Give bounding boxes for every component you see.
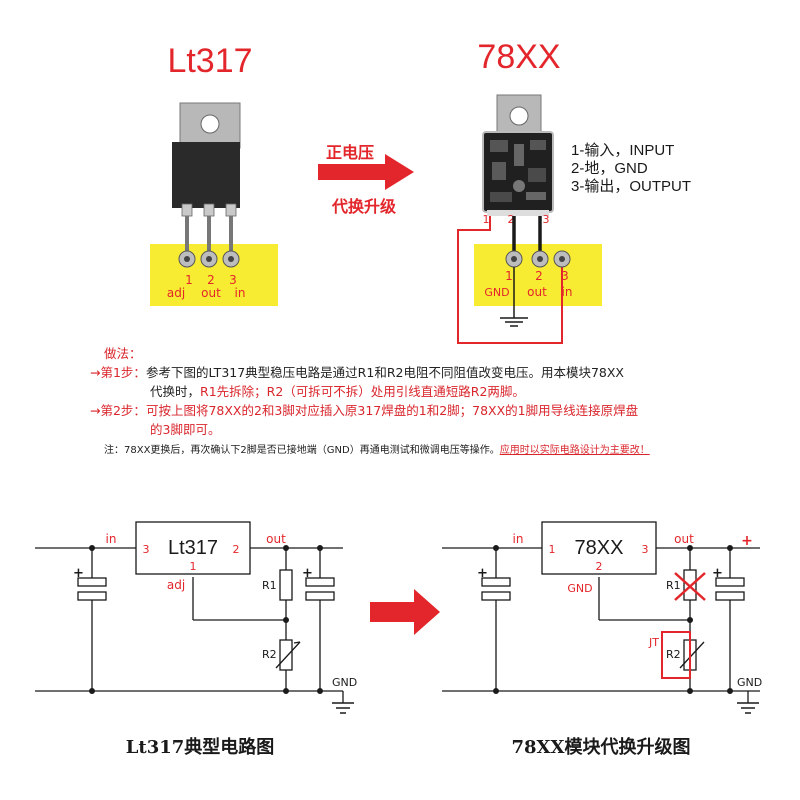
78xx-ground-symbol-icon [737, 702, 759, 714]
78xx-in-label: in [513, 532, 524, 546]
jumper-wire [457, 216, 563, 344]
lt317-cap-in-plus: + [73, 566, 84, 581]
note-text-b: 应用时以实际电路设计为主要改！ [499, 445, 650, 456]
lt317-circuit-wires [35, 547, 344, 703]
78xx-r1-label: R1 [666, 579, 681, 592]
lt317-chip-label: Lt317 [168, 537, 218, 559]
78xx-caption: 78XX模块代换升级图 [512, 736, 691, 758]
78xx-chip-label: 78XX [575, 537, 624, 559]
step1-text-a: 参考下图的LT317典型稳压电路是通过R1和R2电阻不同阻值改变电压。用本模块7… [145, 365, 624, 380]
78xx-pin-2: 2 [535, 269, 543, 283]
step1-text-b1: 代换时， [150, 384, 201, 399]
78xx-pin-name-out: out [527, 285, 547, 299]
lt317-r2-label: R2 [262, 648, 277, 661]
lt317-ground-icon [332, 702, 354, 714]
78xx-out-plus: + [741, 533, 753, 549]
step2-arrow-icon: → [90, 403, 101, 418]
lt317-r2-variable-resistor-icon [275, 639, 301, 671]
method-block: 做法： →第1步：参考下图的LT317典型稳压电路是通过R1和R2电阻不同阻值改… [90, 344, 730, 460]
lt317-output-capacitor-icon [305, 577, 335, 601]
lt317-out-label: out [266, 532, 286, 546]
legend-gnd: 2-地，GND [571, 160, 648, 177]
78xx-gnd-label: GND [737, 676, 762, 689]
step1-label: 第1步： [100, 365, 146, 380]
jt-jumper-wire [661, 631, 691, 679]
arrow-label-upgrade: 代换升级 [331, 197, 397, 216]
78xx-pin-gnd-num: 2 [596, 560, 603, 573]
lt317-gnd-label: GND [332, 676, 357, 689]
78xx-r2-variable-resistor-icon [679, 639, 705, 671]
lt317-pin-out-num: 2 [233, 543, 240, 556]
78xx-gnd-pin-label: GND [567, 582, 592, 595]
78xx-pin-out-num: 3 [642, 543, 649, 556]
legend-output: 3-输出，OUTPUT [571, 178, 691, 195]
78xx-cap-in-plus: + [477, 566, 488, 581]
78xx-pin-3: 3 [561, 269, 569, 283]
step1-text-b3: R2（可拆可不拆）处用引线直通短路R2两脚。 [266, 384, 525, 399]
lt317-pin-2: 2 [207, 273, 215, 287]
lt317-pin-in-num: 3 [143, 543, 150, 556]
note-text-a: 注：78XX更换后，再次确认下2脚是否已接地端（GND）再通电测试和微调电压等操… [104, 445, 500, 456]
lt317-solder-pads [178, 250, 240, 268]
lt317-pin-name-out: out [201, 286, 221, 300]
lt317-pin-adj-num: 1 [190, 560, 197, 573]
lt317-pin-name-adj: adj [167, 286, 185, 300]
78xx-top-pin-1: 1 [483, 213, 490, 226]
78xx-r2-label: R2 [666, 648, 681, 661]
arrow-label-positive-voltage: 正电压 [326, 143, 374, 162]
step1-text-b2: R1先拆除； [200, 384, 267, 399]
r1-removed-cross-icon [674, 572, 706, 601]
lt317-in-label: in [106, 532, 117, 546]
lt317-pin-name-in: in [235, 286, 246, 300]
78xx-pin-name-in: in [562, 285, 573, 299]
78xx-junction-dots [493, 545, 733, 694]
lt317-chip [135, 521, 251, 575]
step2-text-b: 的3脚即可。 [150, 422, 221, 437]
circuit-upgrade-arrow-icon [370, 589, 440, 635]
78xx-input-capacitor-icon [481, 577, 511, 601]
lt317-cap-out-plus: + [302, 566, 313, 581]
lt317-r1-label: R1 [262, 579, 277, 592]
method-heading: 做法： [104, 346, 142, 361]
78xx-pin-1: 1 [505, 269, 513, 283]
lt317-junction-dots [89, 545, 323, 694]
78xx-ground-icon [500, 267, 528, 327]
lt317-pin-1: 1 [185, 273, 193, 287]
78xx-package [482, 94, 554, 216]
lt317-caption: Lt317典型电路图 [126, 736, 275, 758]
lt317-adj-label: adj [167, 578, 185, 592]
78xx-top-pin-3: 3 [543, 213, 550, 226]
lt317-title: Lt317 [167, 42, 252, 80]
78xx-pin-in-num: 1 [549, 543, 556, 556]
78xx-jt-label: JT [648, 636, 659, 649]
step2-label: 第2步： [100, 403, 146, 418]
lt317-r1-resistor-icon [279, 569, 293, 601]
78xx-top-pin-2: 2 [508, 213, 515, 226]
78xx-out-label: out [674, 532, 694, 546]
78xx-cap-out-plus: + [712, 566, 723, 581]
78xx-chip [541, 521, 657, 575]
78xx-output-capacitor-icon [715, 577, 745, 601]
upgrade-arrow-icon [318, 154, 414, 190]
78xx-title: 78XX [477, 38, 560, 76]
lt317-package [172, 102, 241, 217]
lt317-input-capacitor-icon [77, 577, 107, 601]
step1-arrow-icon: → [90, 365, 101, 380]
78xx-pin-name-gnd: GND [484, 286, 509, 299]
78xx-solder-pads [505, 250, 571, 268]
step2-text-a: 可按上图将78XX的2和3脚对应插入原317焊盘的1和2脚；78XX的1脚用导线… [145, 403, 639, 418]
lt317-pin-3: 3 [229, 273, 237, 287]
legend-input: 1-输入，INPUT [571, 142, 674, 159]
